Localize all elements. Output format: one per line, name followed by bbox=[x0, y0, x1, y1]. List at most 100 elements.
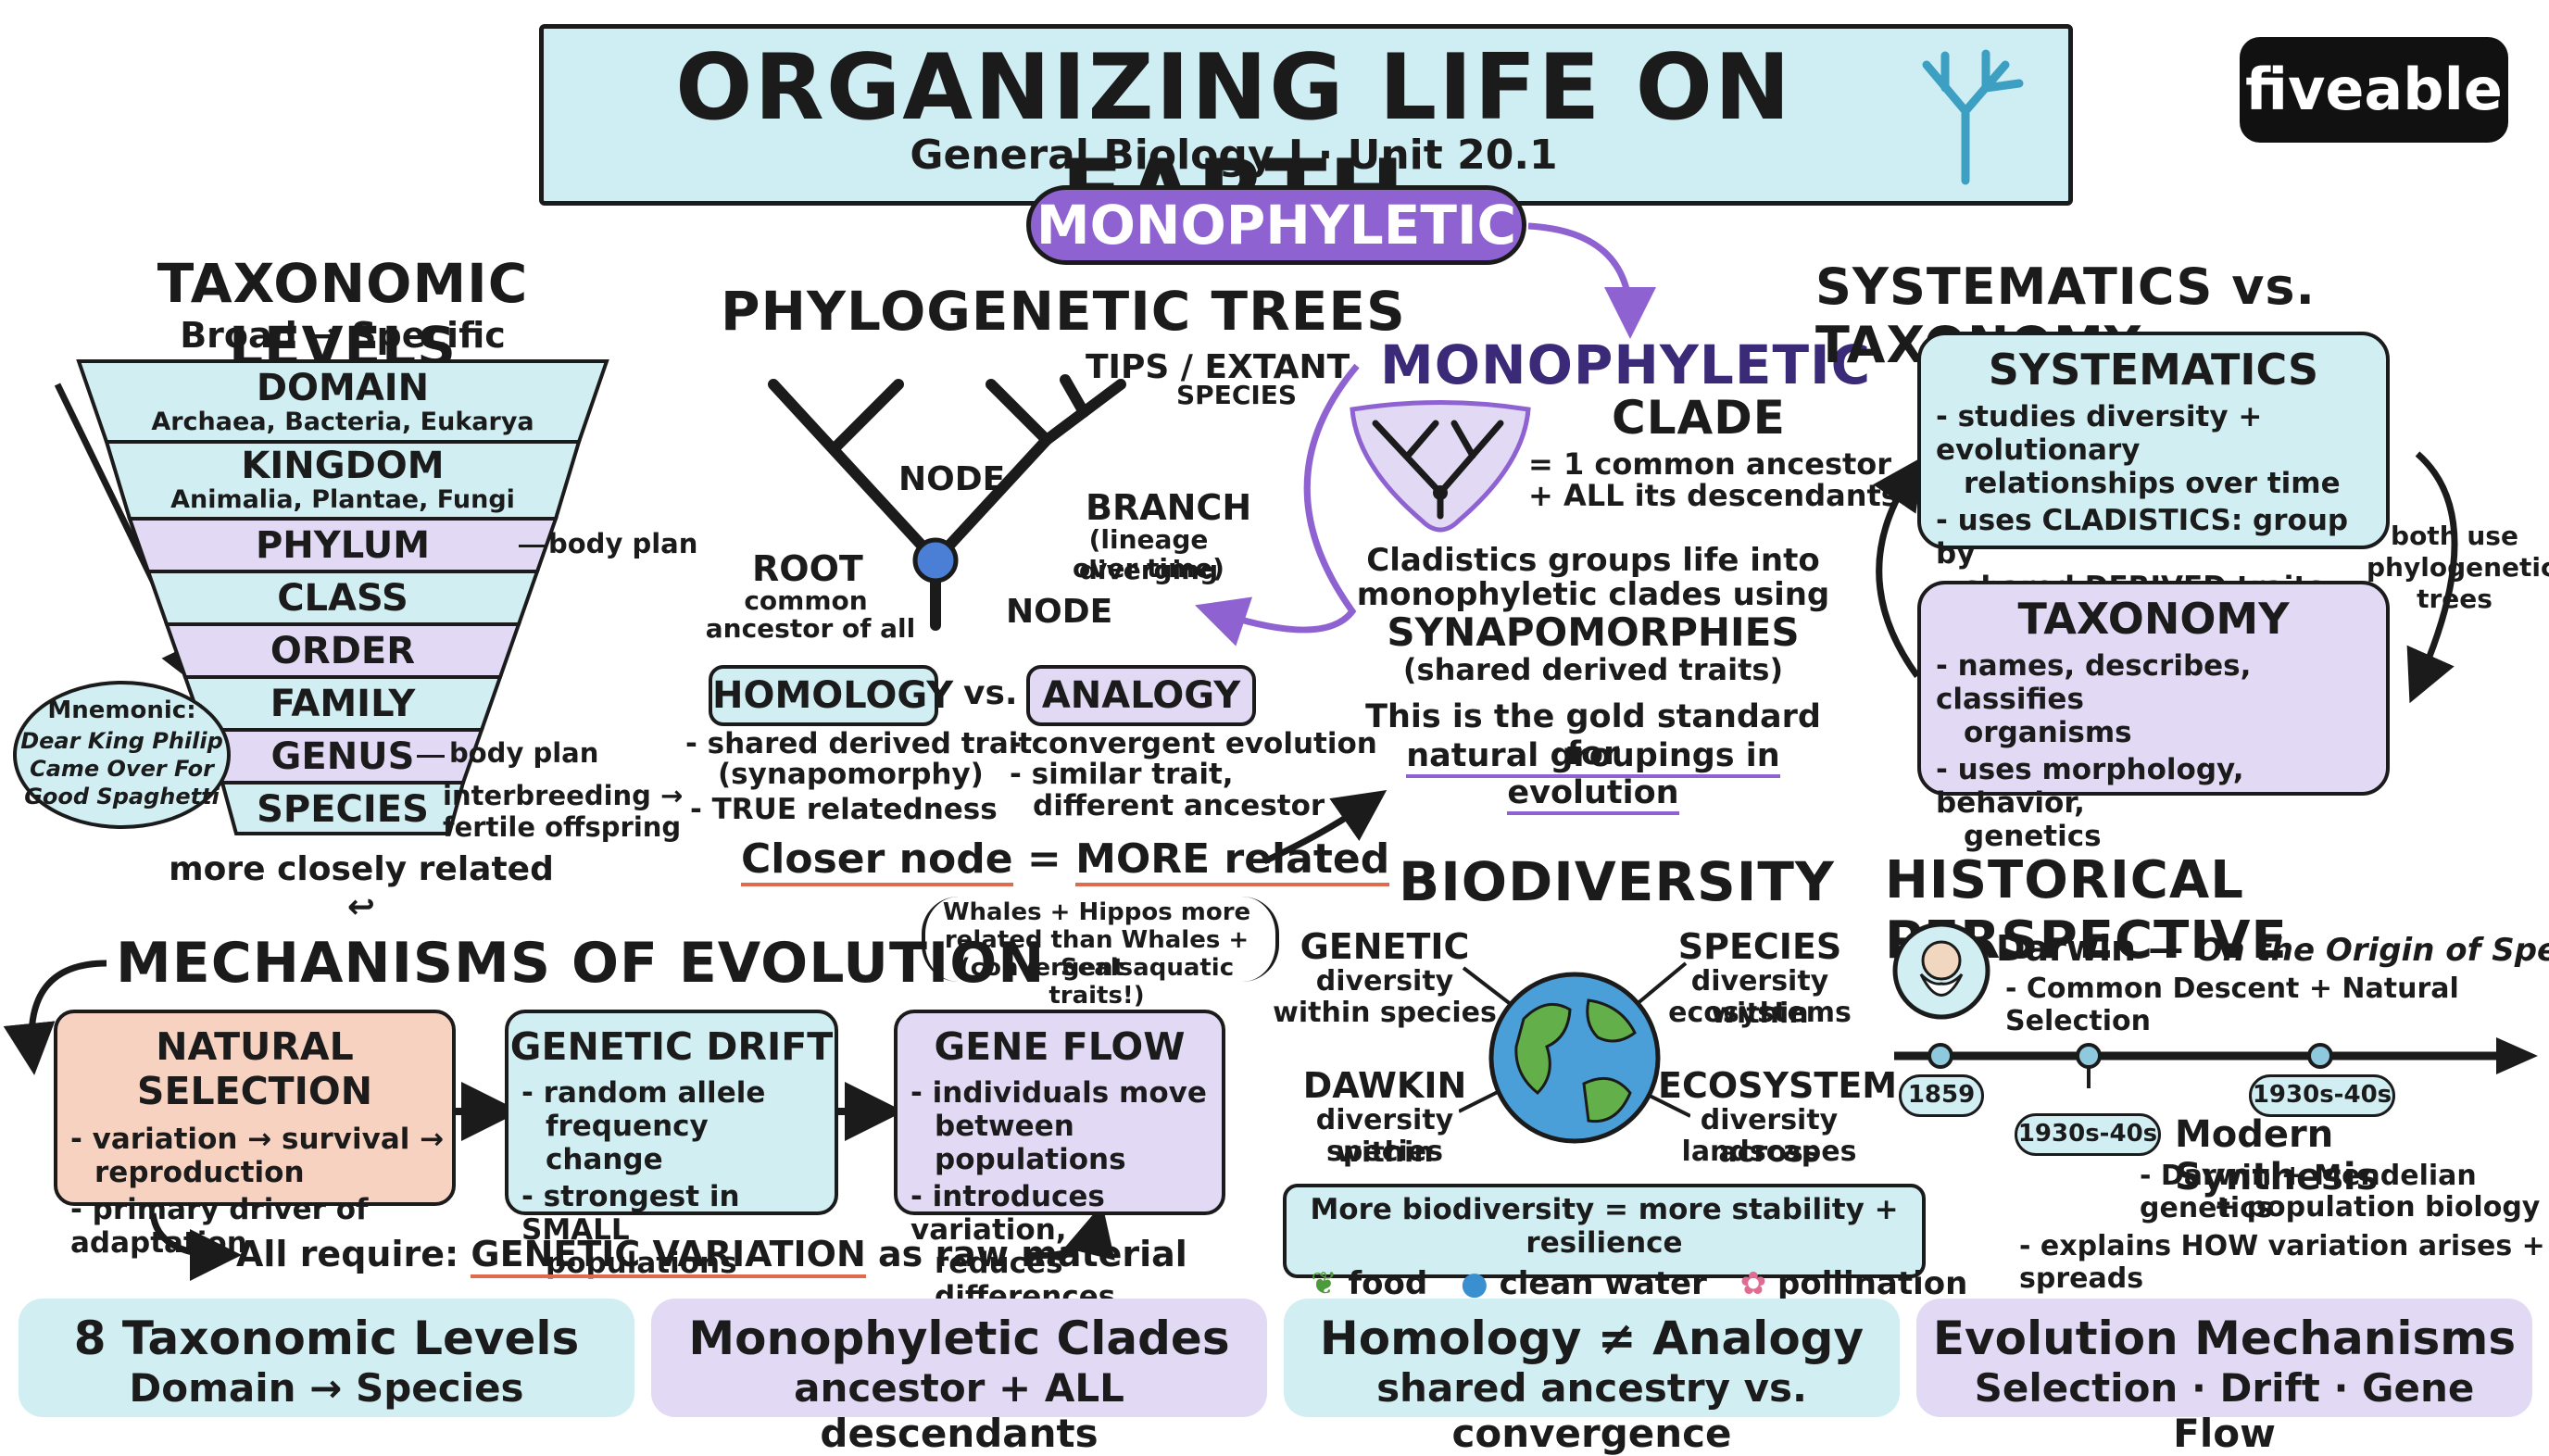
page-subtitle: General Biology I · Unit 20.1 bbox=[910, 132, 1558, 179]
footer-card-monophyletic: Monophyletic Clades ancestor + ALL desce… bbox=[651, 1299, 1267, 1456]
earth-icon bbox=[1459, 961, 1690, 1144]
clade-def-2: + ALL its descendants bbox=[1528, 478, 1899, 513]
root-sub-2: ancestor of all bbox=[705, 613, 916, 644]
gold-standard-2: natural groupings in evolution bbox=[1406, 737, 1780, 815]
origin-of-species: On the Origin of Species bbox=[2195, 932, 2549, 969]
phylum-note-line bbox=[519, 545, 546, 547]
gf-point-1: - individuals move bbox=[910, 1076, 1207, 1110]
flower-icon: ✿ bbox=[1739, 1265, 1767, 1302]
species-label: SPECIES bbox=[1677, 926, 1842, 967]
biodiversity-benefits-box: More biodiversity = more stability + res… bbox=[1283, 1184, 1967, 1302]
gd-point-2: frequency change bbox=[546, 1110, 709, 1176]
year-1930s-b: 1930s-40s bbox=[2249, 1074, 2395, 1117]
ecosystem-sub-2: landscapes bbox=[1681, 1136, 1857, 1168]
taxonomy-box: TAXONOMY - names, describes, classifies … bbox=[1917, 581, 2390, 853]
whales-line-2: related than Whales + Seals bbox=[944, 926, 1249, 982]
footer-title-1: 8 Taxonomic Levels bbox=[73, 1312, 580, 1365]
year-1930s-a: 1930s-40s bbox=[2015, 1113, 2161, 1156]
require-arrow-right bbox=[1027, 1203, 1115, 1261]
modern-point-1: - Darwin + Mendelian genetics bbox=[2140, 1160, 2477, 1224]
taxonomy-box-title: TAXONOMY bbox=[2017, 594, 2290, 644]
analogy-point-3: different ancestor bbox=[1033, 789, 1325, 822]
darwin-sub: - Common Descent + Natural Selection bbox=[2005, 973, 2459, 1037]
timeline bbox=[1894, 1037, 2538, 1088]
analogy-badge: ANALOGY bbox=[1026, 665, 1256, 726]
footer-card-taxonomic: 8 Taxonomic Levels Domain → Species bbox=[19, 1299, 634, 1417]
phylum-note: body plan bbox=[548, 528, 698, 559]
genus-note-line bbox=[417, 755, 445, 758]
branch-sub-1: (lineage diverging bbox=[1078, 524, 1219, 585]
homology-point-1: - shared derived trait bbox=[685, 727, 1033, 760]
closer-node-line: Closer node = MORE related bbox=[741, 835, 1390, 886]
species-note-2: fertile offspring bbox=[443, 811, 682, 843]
gold-standard-1: This is the gold standard for bbox=[1365, 698, 1821, 772]
gd-point-3: - strongest in SMALL bbox=[521, 1180, 740, 1247]
closer-node-text: Closer node bbox=[741, 835, 1013, 886]
systematics-box-title: SYSTEMATICS bbox=[1988, 345, 2319, 395]
whales-line-1: Whales + Hippos more bbox=[942, 898, 1251, 926]
clade-icon bbox=[1350, 400, 1531, 533]
footer-sub-2: ancestor + ALL descendants bbox=[794, 1365, 1124, 1456]
dawkin-sub-2: species bbox=[1326, 1136, 1443, 1168]
synapomorphies-label: SYNAPOMORPHIES bbox=[1387, 609, 1800, 655]
sys-to-tax-arrow bbox=[2406, 451, 2458, 704]
phylo-title: PHYLOGENETIC TREES bbox=[721, 280, 1406, 343]
whales-bracket bbox=[922, 897, 1279, 982]
gf-point-2: between populations bbox=[935, 1110, 1126, 1176]
darwin-name: Darwin — bbox=[1996, 928, 2196, 969]
historical-title: HISTORICAL PERSPECTIVE bbox=[1885, 850, 2288, 971]
clade-title-2: CLADE bbox=[1612, 391, 1786, 445]
vs-label: vs. bbox=[963, 674, 1018, 712]
species-note-1: interbreeding → bbox=[443, 780, 684, 811]
mnemonic-line-1: Dear King Philip bbox=[20, 728, 223, 754]
level-genus: GENUS bbox=[270, 735, 415, 778]
tips-label: TIPS / EXTANT bbox=[1086, 348, 1350, 386]
level-kingdom: KINGDOM bbox=[241, 445, 445, 487]
gd-point-1: - random allele bbox=[521, 1076, 766, 1110]
both-use-2: phylogenetic bbox=[2367, 552, 2549, 583]
natural-selection-box: NATURAL SELECTION - variation → survival… bbox=[54, 1010, 456, 1260]
footer-title-4: Evolution Mechanisms bbox=[1932, 1312, 2517, 1365]
analogy-point-1: - convergent evolution bbox=[1010, 727, 1377, 760]
level-kingdom-examples: Animalia, Plantae, Fungi bbox=[170, 485, 515, 514]
ns-point-1: - variation → survival → bbox=[70, 1123, 445, 1156]
tree-icon bbox=[1922, 49, 2024, 185]
fiveable-logo: fiveable bbox=[2240, 37, 2508, 143]
pill-to-clade-arrow bbox=[1527, 222, 1656, 339]
sys-point-1: - studies diversity + evolutionary bbox=[1936, 400, 2263, 467]
require-line: All require: GENETIC VARIATION as raw ma… bbox=[236, 1234, 1187, 1278]
synapomorphies-sub: (shared derived traits) bbox=[1402, 652, 1784, 687]
tax-to-sys-arrow bbox=[1873, 456, 1924, 679]
genetic-sub-1: diversity bbox=[1315, 965, 1454, 998]
closer-eq: = bbox=[1012, 835, 1076, 883]
footer-card-homology: Homology ≠ Analogy shared ancestry vs. c… bbox=[1284, 1299, 1900, 1456]
modern-synthesis: Modern Synthesis bbox=[2175, 1113, 2379, 1199]
biodiversity-title: BIODIVERSITY bbox=[1399, 850, 1835, 913]
both-use-3: trees bbox=[2417, 584, 2492, 614]
gf-point-3: - introduces variation, bbox=[910, 1180, 1105, 1247]
level-domain-examples: Archaea, Bacteria, Eukarya bbox=[151, 408, 534, 436]
modern-point-2: + population biology bbox=[2214, 1191, 2541, 1224]
water-label: clean water bbox=[1499, 1265, 1707, 1302]
tax-point-1: - names, describes, classifies bbox=[1936, 649, 2252, 716]
gd-point-4: populations bbox=[546, 1247, 737, 1280]
node-top-label: NODE bbox=[898, 460, 1006, 498]
ns-point-3: - primary driver of adaptation bbox=[70, 1193, 369, 1260]
monophyletic-pill: MONOPHYLETIC bbox=[1026, 185, 1526, 265]
genetic-sub-2: within species bbox=[1273, 997, 1497, 1029]
systematics-box: SYSTEMATICS - studies diversity + evolut… bbox=[1917, 332, 2390, 604]
more-biodiversity: More biodiversity = more stability + res… bbox=[1310, 1193, 1899, 1260]
mnemonic-bubble bbox=[13, 681, 231, 829]
footer-sub-1: Domain → Species bbox=[129, 1365, 524, 1411]
level-domain: DOMAIN bbox=[256, 367, 430, 409]
ns-point-2: reproduction bbox=[94, 1156, 305, 1189]
node-bottom-label: NODE bbox=[1006, 593, 1113, 631]
ecosystem-label: ECOSYSTEM bbox=[1658, 1065, 1898, 1106]
dawkin-sub-1: diversity within bbox=[1315, 1104, 1454, 1169]
more-related-text: MORE related bbox=[1075, 835, 1390, 886]
more-closely-related: more closely related ↩ bbox=[169, 850, 554, 926]
gene-flow-box: GENE FLOW - individuals move between pop… bbox=[894, 1010, 1225, 1313]
footer-sub-4: Selection · Drift · Gene Flow bbox=[1974, 1365, 2475, 1456]
cladistics-text-1: Cladistics groups life into bbox=[1366, 542, 1820, 579]
pollination-label: pollination bbox=[1777, 1265, 1968, 1302]
